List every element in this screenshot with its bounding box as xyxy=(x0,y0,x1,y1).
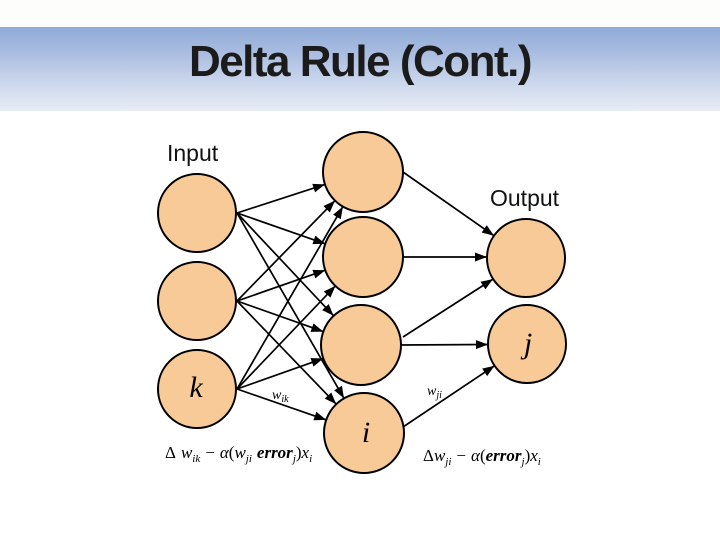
connection-arrow xyxy=(236,206,344,390)
weight-wik-base: w xyxy=(272,388,282,403)
alpha-symbol: α xyxy=(219,443,229,462)
network-nodes xyxy=(157,131,567,474)
connection-arrow xyxy=(402,364,496,428)
error-subscript: j xyxy=(292,453,296,465)
close-paren: ) xyxy=(524,446,531,465)
connection-arrow xyxy=(402,278,494,338)
operator: − xyxy=(205,443,215,462)
hidden-output-connections xyxy=(400,171,496,428)
weight-wji-subscript: ji xyxy=(436,390,442,401)
x-term: x xyxy=(301,443,310,462)
node-hidden-i xyxy=(323,392,405,474)
node-input-2 xyxy=(157,261,237,341)
weight-label-wji: wji xyxy=(427,385,442,401)
formula-delta-wji: Δwji−α(errorj)xi xyxy=(423,447,541,468)
node-label-j: j xyxy=(523,326,533,360)
output-layer-label: Output xyxy=(490,185,560,211)
title-band xyxy=(0,27,720,111)
connection-arrow xyxy=(236,212,335,317)
open-paren: ( xyxy=(479,446,486,465)
node-hidden-3 xyxy=(320,304,402,386)
connection-arrow xyxy=(236,300,337,405)
weight-wji-base: w xyxy=(427,384,437,399)
node-hidden-1 xyxy=(322,131,404,213)
connection-arrow xyxy=(236,269,326,302)
node-hidden-2 xyxy=(322,216,404,298)
w-subscript: ik xyxy=(192,453,201,465)
w-subscript: ji xyxy=(245,453,252,465)
node-label-i: i xyxy=(361,415,371,449)
w-term: w xyxy=(234,443,246,462)
weight-label-wik: wik xyxy=(272,389,289,405)
w-subscript: ji xyxy=(445,456,452,468)
input-hidden-connections xyxy=(236,183,345,421)
node-output-j xyxy=(487,304,567,384)
connection-arrow xyxy=(236,212,326,245)
node-output-1 xyxy=(486,218,566,298)
delta-symbol: Δ xyxy=(423,446,434,465)
open-paren: ( xyxy=(228,443,235,462)
error-term: error xyxy=(485,446,522,465)
x-subscript: i xyxy=(537,456,541,468)
x-subscript: i xyxy=(309,453,313,465)
connection-arrow xyxy=(236,183,326,214)
error-subscript: j xyxy=(521,456,525,468)
error-term: error xyxy=(256,443,293,462)
x-term: x xyxy=(530,446,538,465)
connection-arrow xyxy=(402,171,495,237)
node-input-1 xyxy=(157,173,237,253)
connection-arrow xyxy=(236,357,324,390)
node-label-k: k xyxy=(189,370,203,404)
delta-symbol: Δ xyxy=(165,443,176,462)
alpha-symbol: α xyxy=(471,446,480,465)
weight-wik-subscript: ik xyxy=(281,394,289,405)
connection-arrow xyxy=(236,388,327,421)
w-term: w xyxy=(180,443,193,462)
node-input-k xyxy=(157,349,237,429)
connection-arrow xyxy=(236,212,345,399)
close-paren: ) xyxy=(295,443,302,462)
input-layer-label: Input xyxy=(167,140,219,166)
connection-arrow xyxy=(236,285,337,390)
w-term: w xyxy=(433,446,446,465)
connection-arrow-wji xyxy=(400,340,489,350)
operator: − xyxy=(456,446,466,465)
connection-arrow xyxy=(236,200,336,302)
slide-title: Delta Rule (Cont.) xyxy=(188,37,533,86)
